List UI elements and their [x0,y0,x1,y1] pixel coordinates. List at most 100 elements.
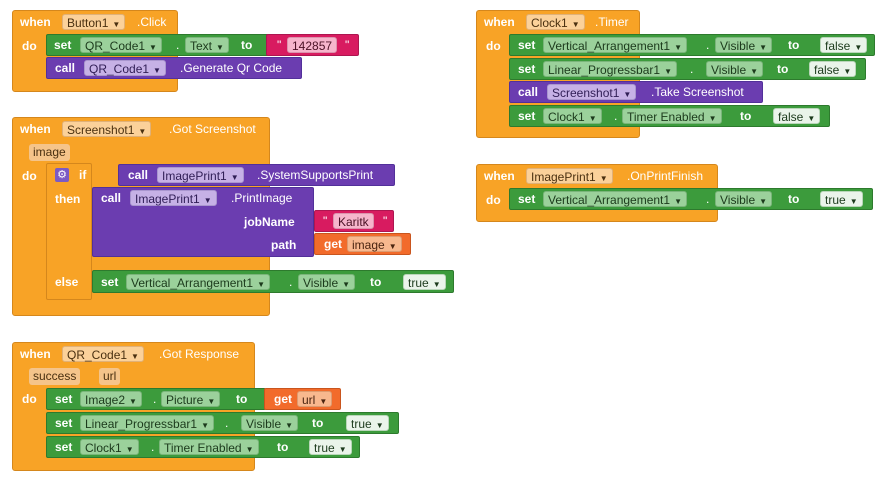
component-dropdown-clock[interactable]: Clock1▼ [80,439,139,455]
component-dropdown-clock[interactable]: Clock1▼ [526,14,585,30]
event-param-image[interactable]: image [29,144,70,161]
gear-icon[interactable]: ⚙ [55,168,69,182]
when-keyword: when [20,122,51,136]
boolean-dropdown-true[interactable]: true▼ [820,191,863,207]
dot-separator: . [225,416,229,430]
call-block-supports-print[interactable]: call ImagePrint1▼ .SystemSupportsPrint [118,164,395,186]
text-value-field[interactable]: 142857 [287,37,338,53]
dropdown-arrow-icon: ▼ [623,90,632,99]
method-name: .SystemSupportsPrint [257,168,374,182]
component-dropdown-vertical[interactable]: Vertical_Arrangement1▼ [543,191,687,207]
component-dropdown-qr[interactable]: QR_Code1▼ [80,37,162,53]
property-dropdown-visible[interactable]: Visible▼ [715,191,773,207]
property-dropdown-visible[interactable]: Visible▼ [706,61,764,77]
property-dropdown-timer-enabled[interactable]: Timer Enabled▼ [159,439,259,455]
get-block-image[interactable]: get image▼ [314,233,411,255]
component-dropdown-vertical[interactable]: Vertical_Arrangement1▼ [126,274,270,290]
component-dropdown-imageprint[interactable]: ImagePrint1▼ [526,168,613,184]
dropdown-arrow-icon: ▼ [571,20,580,29]
path-label: path [271,238,297,252]
set-block-clock-timer-enabled[interactable]: set Clock1▼ . Timer Enabled▼ to true▼ [46,436,360,458]
boolean-dropdown-true[interactable]: true▼ [309,439,352,455]
property-dropdown-visible[interactable]: Visible▼ [715,37,773,53]
dropdown-arrow-icon: ▼ [153,66,161,75]
set-block-vertical-visible-true[interactable]: set Vertical_Arrangement1▼ . Visible▼ to… [92,270,454,293]
event-name: .Got Screenshot [169,122,256,136]
event-name: .Got Response [159,347,240,361]
component-dropdown-imageprint-2[interactable]: ImagePrint1▼ [130,190,217,206]
call-keyword: call [518,85,539,99]
set-block-qr-text[interactable]: set QR_Code1▼ . Text▼ to [46,34,310,56]
component-dropdown-screenshot[interactable]: Screenshot1▼ [62,121,152,137]
set-keyword: set [518,109,536,123]
component-dropdown-image2[interactable]: Image2▼ [80,391,142,407]
text-block-142857[interactable]: " 142857 " [266,34,359,56]
dropdown-arrow-icon: ▼ [708,114,717,123]
do-keyword: do [22,39,37,53]
property-dropdown-visible[interactable]: Visible▼ [241,415,299,431]
dropdown-arrow-icon: ▼ [285,421,294,430]
component-dropdown-progressbar[interactable]: Linear_Progressbar1▼ [80,415,214,431]
set-block-image2-picture[interactable]: set Image2▼ . Picture▼ to [46,388,266,410]
text-value-field[interactable]: Karitk [333,213,374,229]
dot-separator: . [176,38,180,52]
variable-dropdown-image[interactable]: image▼ [347,236,402,252]
do-keyword: do [22,392,37,406]
property-dropdown-picture[interactable]: Picture▼ [161,391,221,407]
dropdown-arrow-icon: ▼ [588,114,597,123]
do-keyword: do [486,193,501,207]
when-keyword: when [484,169,515,183]
set-keyword: set [518,62,536,76]
component-dropdown-button1[interactable]: Button1▼ [62,14,126,30]
component-dropdown-progressbar[interactable]: Linear_Progressbar1▼ [543,61,677,77]
boolean-dropdown-false[interactable]: false▼ [773,108,821,124]
when-keyword: when [20,15,51,29]
dropdown-arrow-icon: ▼ [599,174,608,183]
dropdown-arrow-icon: ▼ [342,280,351,289]
dropdown-arrow-icon: ▼ [338,445,347,454]
boolean-dropdown-true[interactable]: true▼ [403,274,446,290]
call-block-generate-qr[interactable]: call QR_Code1▼ .Generate Qr Code [46,57,302,79]
to-keyword: to [312,416,324,430]
if-block[interactable]: ⚙ if then else [46,163,92,300]
dropdown-arrow-icon: ▼ [230,173,239,182]
dropdown-arrow-icon: ▼ [149,43,157,52]
dropdown-arrow-icon: ▼ [750,67,759,76]
property-dropdown-timer-enabled[interactable]: Timer Enabled▼ [622,108,722,124]
component-dropdown-qr-call[interactable]: QR_Code1▼ [84,60,166,76]
component-dropdown-qr-response[interactable]: QR_Code1▼ [62,346,144,362]
jobname-label: jobName [244,215,295,229]
property-dropdown-text[interactable]: Text▼ [185,37,229,53]
set-block-vertical-visible-false[interactable]: set Vertical_Arrangement1▼ . Visible▼ to… [509,34,875,56]
dot-separator: . [706,38,710,52]
quote-close: " [345,38,350,52]
component-dropdown-screenshot[interactable]: Screenshot1▼ [547,84,637,100]
event-param-url[interactable]: url [99,368,121,385]
boolean-dropdown-false[interactable]: false▼ [809,61,857,77]
then-keyword: then [55,192,81,206]
call-block-print-image[interactable]: call ImagePrint1▼ .PrintImage jobName pa… [92,187,314,257]
set-block-clock-timer-enabled-false[interactable]: set Clock1▼ . Timer Enabled▼ to false▼ [509,105,830,127]
set-block-vertical-visible-true-2[interactable]: set Vertical_Arrangement1▼ . Visible▼ to… [509,188,873,210]
property-dropdown-visible[interactable]: Visible▼ [298,274,356,290]
call-block-take-screenshot[interactable]: call Screenshot1▼ .Take Screenshot [509,81,763,103]
set-block-progressbar-visible-false[interactable]: set Linear_Progressbar1▼ . Visible▼ to f… [509,58,866,80]
get-keyword: get [274,392,292,406]
boolean-dropdown-false[interactable]: false▼ [820,37,868,53]
dropdown-arrow-icon: ▼ [125,445,134,454]
get-block-url[interactable]: get url▼ [264,388,341,410]
to-keyword: to [740,109,752,123]
else-keyword: else [55,275,79,289]
event-param-success[interactable]: success [29,368,81,385]
set-block-progressbar-visible[interactable]: set Linear_Progressbar1▼ . Visible▼ to t… [46,412,399,434]
variable-dropdown-url[interactable]: url▼ [297,391,333,407]
component-dropdown-vertical[interactable]: Vertical_Arrangement1▼ [543,37,687,53]
method-name: .Generate Qr Code [180,61,283,75]
text-block-karitk[interactable]: " Karitk " [314,210,394,232]
component-dropdown-clock[interactable]: Clock1▼ [543,108,602,124]
set-keyword: set [55,392,73,406]
dropdown-arrow-icon: ▼ [807,114,816,123]
component-dropdown-imageprint[interactable]: ImagePrint1▼ [157,167,244,183]
dropdown-arrow-icon: ▼ [849,197,858,206]
boolean-dropdown-true[interactable]: true▼ [346,415,389,431]
